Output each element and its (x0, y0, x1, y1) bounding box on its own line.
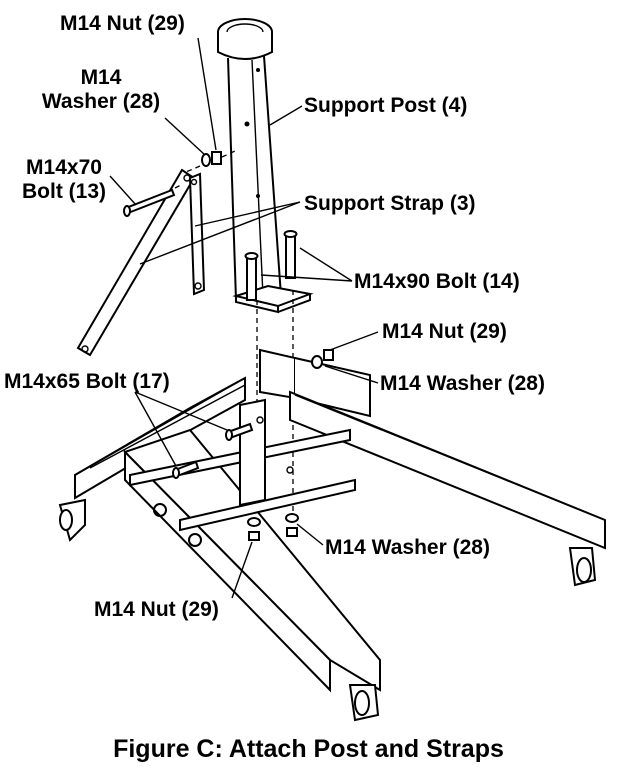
support-strap-right (188, 172, 206, 296)
m14x65-bolts (172, 422, 254, 479)
label-m14-washer-top-line2: Washer (28) (41, 90, 161, 113)
m14x90-bolts (244, 230, 298, 301)
figure-caption: Figure C: Attach Post and Straps (113, 735, 504, 763)
label-m14-washer-right: M14 Washer (28) (380, 372, 545, 395)
top-washer-nut (185, 150, 236, 173)
label-m14-washer-bottom: M14 Washer (28) (325, 536, 490, 559)
label-m14x70-bolt: M14x70 Bolt (13) (4, 156, 124, 204)
label-m14-washer-top-line1: M14 (80, 66, 122, 89)
label-m14-nut-bottom: M14 Nut (29) (94, 598, 219, 621)
label-m14x70-bolt-line2: Bolt (13) (22, 180, 106, 203)
bottom-nuts-washers (247, 513, 299, 541)
label-support-strap: Support Strap (3) (304, 192, 476, 215)
support-post (217, 18, 282, 301)
m14x70-bolt (123, 183, 184, 217)
label-m14x70-bolt-line1: M14x70 (26, 156, 102, 179)
base-frame (74, 348, 606, 693)
right-nut-washer (311, 349, 334, 369)
casters (58, 498, 597, 722)
label-m14x90-bolt: M14x90 Bolt (14) (354, 270, 520, 293)
label-m14-washer-top: M14 Washer (28) (16, 66, 186, 114)
leader-lines (109, 37, 379, 599)
label-m14-nut-top: M14 Nut (29) (60, 12, 185, 35)
label-support-post: Support Post (4) (304, 94, 468, 117)
label-m14x65-bolt: M14x65 Bolt (17) (4, 370, 170, 393)
label-m14-nut-right: M14 Nut (29) (382, 320, 507, 343)
